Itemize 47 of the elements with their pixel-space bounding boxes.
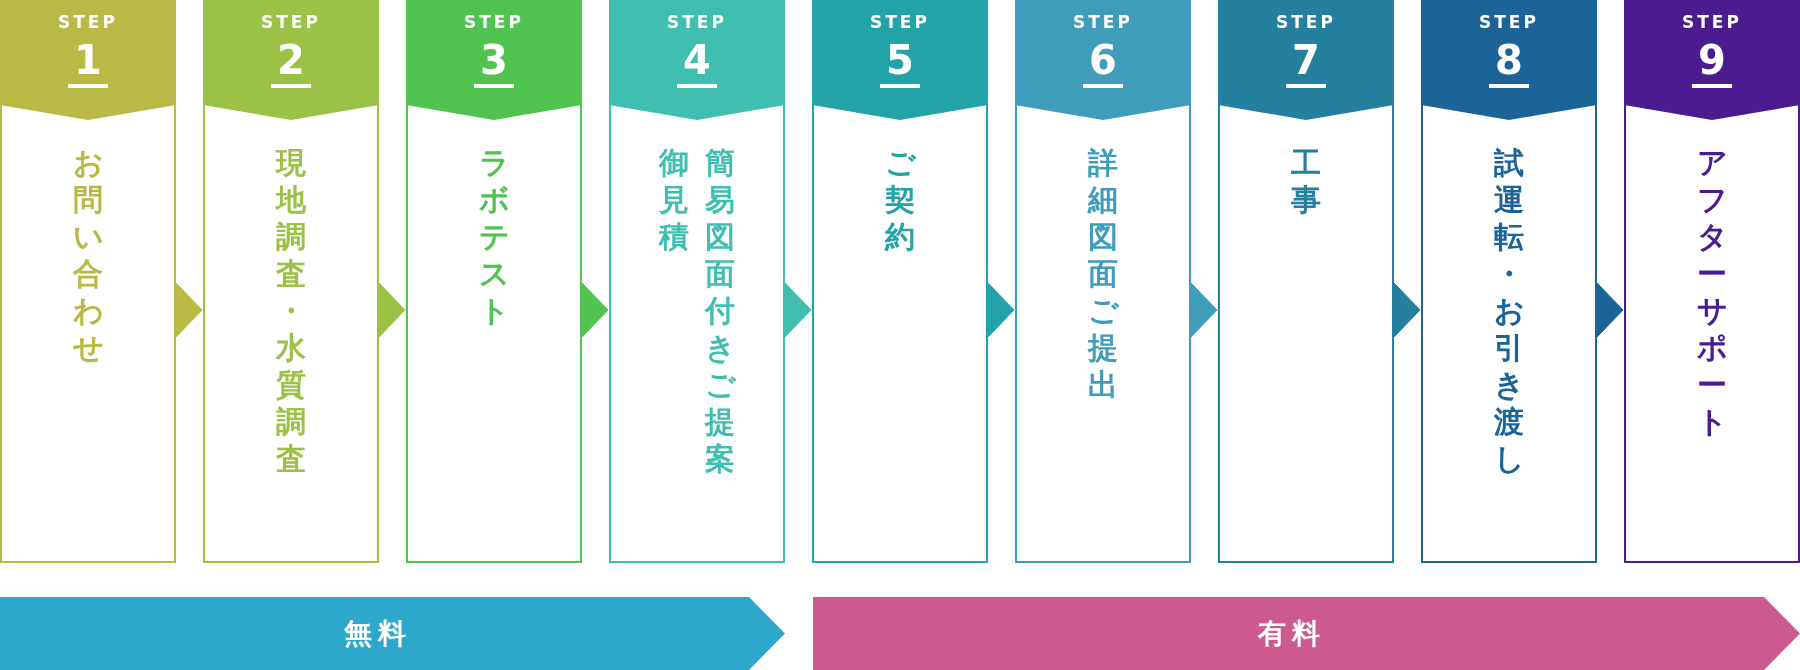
step-card xyxy=(0,0,176,563)
chevron-arrow xyxy=(581,282,609,338)
step-text: 御見積 xyxy=(657,144,690,256)
chevron-arrow xyxy=(1596,282,1624,338)
step-text: ラボテスト xyxy=(477,144,511,329)
step-label: STEP xyxy=(1478,12,1540,32)
chevron-arrow xyxy=(987,282,1015,338)
step-text: 試運転・お引き渡し xyxy=(1492,144,1526,477)
step-card xyxy=(609,0,785,563)
price-band: 無料 xyxy=(0,597,785,670)
step-text: 詳細図面ご提出 xyxy=(1086,144,1120,403)
step-card xyxy=(1015,0,1191,563)
step-number: 6 xyxy=(1083,36,1123,88)
chevron-arrow xyxy=(378,282,406,338)
step-number: 3 xyxy=(474,36,514,88)
step-text: アフターサポート xyxy=(1695,144,1729,440)
step-number: 5 xyxy=(880,36,920,88)
step-card xyxy=(406,0,582,563)
step-text: お問い合わせ xyxy=(71,144,105,366)
step-text: 工事 xyxy=(1290,144,1322,218)
step-label: STEP xyxy=(1275,12,1337,32)
step-number: 2 xyxy=(271,36,311,88)
chevron-arrow xyxy=(1190,282,1218,338)
step-card xyxy=(203,0,379,563)
step-card xyxy=(812,0,988,563)
step-number: 7 xyxy=(1286,36,1326,88)
step-label: STEP xyxy=(57,12,119,32)
step-text: ご契約 xyxy=(883,144,917,255)
chevron-arrow xyxy=(175,282,203,338)
step-label: STEP xyxy=(260,12,322,32)
step-card xyxy=(1421,0,1597,563)
chevron-arrow xyxy=(1393,282,1421,338)
step-number: 9 xyxy=(1692,36,1732,88)
price-band: 有料 xyxy=(813,597,1800,670)
step-label: STEP xyxy=(1681,12,1743,32)
step-text: 簡易図面付きご提案 xyxy=(703,144,737,477)
step-label: STEP xyxy=(463,12,525,32)
step-text: 現地調査・水質調査 xyxy=(274,144,307,477)
step-number: 1 xyxy=(68,36,108,88)
chevron-arrow xyxy=(784,282,812,338)
step-label: STEP xyxy=(1072,12,1134,32)
step-number: 4 xyxy=(677,36,717,88)
step-label: STEP xyxy=(666,12,728,32)
step-label: STEP xyxy=(869,12,931,32)
step-number: 8 xyxy=(1489,36,1529,88)
step-card xyxy=(1624,0,1800,563)
step-card xyxy=(1218,0,1394,563)
